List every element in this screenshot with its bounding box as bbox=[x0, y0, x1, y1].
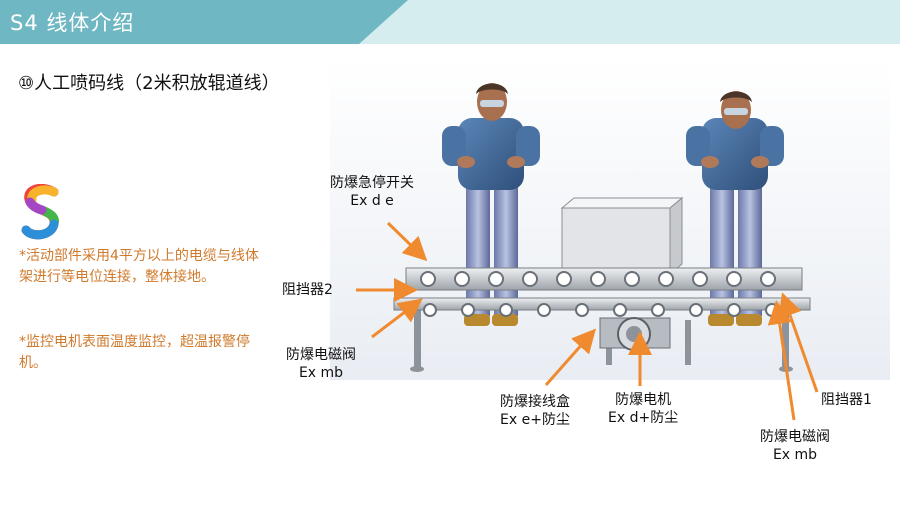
conveyor-illustration bbox=[330, 58, 890, 380]
label-junction-box-rating: Ex e+防尘 bbox=[500, 412, 570, 428]
s-logo-icon bbox=[21, 184, 59, 240]
label-valve-left-name: 防爆电磁阀 bbox=[286, 347, 356, 363]
worker-boots bbox=[464, 314, 762, 326]
header-accent bbox=[0, 0, 408, 44]
note-temperature: *监控电机表面温度监控，超温报警停机。 bbox=[19, 334, 250, 371]
label-valve-right-rating: Ex mb bbox=[772, 447, 818, 463]
label-stopper-1-name: 阻挡器1 bbox=[821, 392, 872, 408]
label-estop-rating: Ex d e bbox=[350, 193, 394, 209]
workpiece-box bbox=[560, 196, 684, 276]
label-junction-box: 防爆接线盒 Ex e+防尘 bbox=[500, 393, 570, 429]
label-estop-name: 防爆急停开关 bbox=[330, 175, 414, 191]
label-motor-rating: Ex d+防尘 bbox=[608, 410, 679, 426]
label-stopper-2-name: 阻挡器2 bbox=[282, 282, 333, 298]
worker-right bbox=[686, 91, 784, 316]
motor-unit bbox=[599, 317, 671, 351]
label-valve-right-name: 防爆电磁阀 bbox=[760, 429, 830, 445]
label-motor-name: 防爆电机 bbox=[615, 392, 672, 408]
section-subtitle: ⑩人工喷码线（2米积放辊道线） bbox=[18, 73, 280, 94]
label-valve-left-rating: Ex mb bbox=[298, 365, 344, 381]
label-stopper-2: 阻挡器2 bbox=[282, 281, 333, 299]
slide-header: S4 线体介绍 bbox=[0, 0, 900, 44]
upper-rollers bbox=[420, 271, 776, 287]
page-title: S4 线体介绍 bbox=[10, 11, 135, 35]
label-junction-box-name: 防爆接线盒 bbox=[500, 394, 570, 410]
worker-left bbox=[442, 83, 540, 316]
label-valve-left: 防爆电磁阀 Ex mb bbox=[286, 346, 356, 382]
note-grounding: *活动部件采用4平方以上的电缆与线体架进行等电位连接，整体接地。 bbox=[19, 248, 259, 285]
label-stopper-1: 阻挡器1 bbox=[821, 391, 872, 409]
lower-rail bbox=[393, 297, 811, 311]
label-motor: 防爆电机 Ex d+防尘 bbox=[608, 391, 678, 427]
label-valve-right: 防爆电磁阀 Ex mb bbox=[760, 428, 830, 464]
label-estop-switch: 防爆急停开关 Ex d e bbox=[330, 174, 414, 210]
